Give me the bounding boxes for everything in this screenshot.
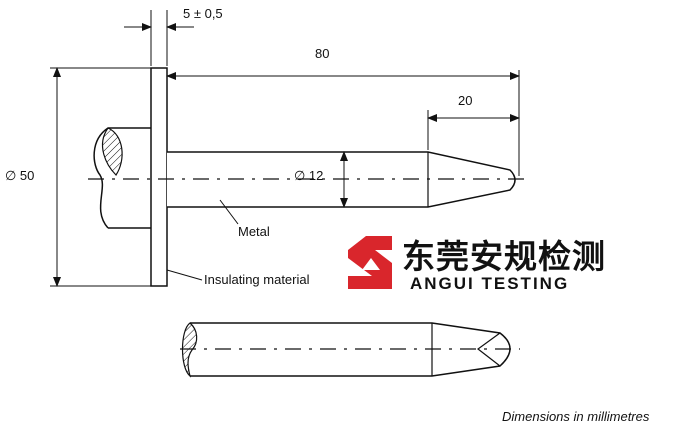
insulating-leader — [166, 269, 203, 281]
plate-diameter-dimension — [50, 67, 151, 287]
handle-shaft — [93, 127, 151, 229]
length-label: 80 — [315, 46, 329, 61]
metal-leader — [219, 199, 239, 225]
handle-break-hatch — [102, 127, 123, 176]
insulating-plate — [150, 67, 168, 287]
angui-logo-icon — [348, 236, 392, 289]
watermark-chinese: 东莞安规检测 — [402, 237, 606, 276]
length-dimension — [166, 70, 520, 176]
plate-diameter-label: ∅ 50 — [5, 168, 34, 183]
tip-length-label: 20 — [458, 93, 472, 108]
insulating-label: Insulating material — [204, 272, 310, 287]
watermark-english: ANGUI TESTING — [410, 274, 569, 293]
pin-diameter-label: ∅ 12 — [294, 168, 323, 183]
thickness-dimension — [124, 10, 194, 66]
units-note: Dimensions in millimetres — [502, 409, 650, 424]
thickness-label: 5 ± 0,5 — [183, 6, 223, 21]
lower-pin-view — [180, 322, 520, 378]
tip-dimension — [427, 110, 520, 150]
metal-label: Metal — [238, 224, 270, 239]
